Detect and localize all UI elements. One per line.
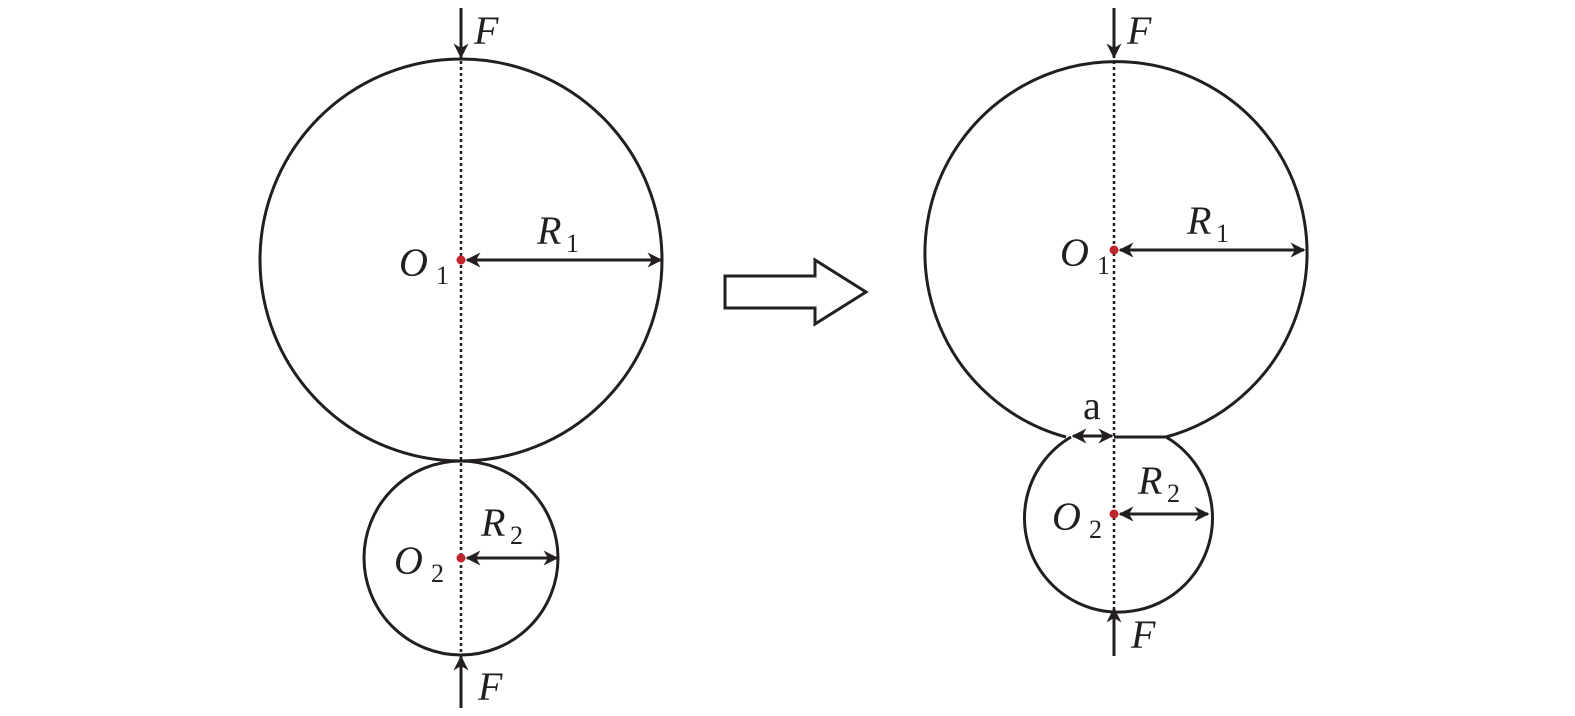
contact-label: a — [1083, 383, 1101, 428]
radius2-label: R — [480, 500, 505, 545]
force-label-bottom: F — [477, 664, 503, 709]
center1-label: O — [1060, 230, 1089, 275]
center1-dot — [1109, 245, 1119, 255]
center1-label: O — [399, 240, 428, 285]
radius1-sub: 1 — [566, 229, 579, 258]
center1-dot — [456, 255, 466, 265]
large-sphere-deformed — [923, 60, 1309, 439]
center2-label: O — [394, 538, 423, 583]
radius1-label: R — [1186, 198, 1211, 243]
force-label-bottom: F — [1130, 612, 1156, 657]
center2-sub: 2 — [431, 559, 444, 588]
radius2-label: R — [1137, 458, 1162, 503]
center2-dot — [1109, 509, 1119, 519]
radius1-label: R — [536, 208, 561, 253]
force-label-top: F — [473, 8, 499, 53]
radius2-sub: 2 — [1167, 479, 1180, 508]
radius2-sub: 2 — [510, 521, 523, 550]
center1-sub: 1 — [436, 261, 449, 290]
before-contact: F F O 1 R 1 O 2 R 2 — [258, 8, 664, 709]
radius1-sub: 1 — [1216, 219, 1229, 248]
center1-sub: 1 — [1097, 251, 1110, 280]
center2-label: O — [1052, 494, 1081, 539]
hollow-right-arrow-icon — [723, 257, 869, 327]
center2-dot — [456, 553, 466, 563]
center2-sub: 2 — [1089, 515, 1102, 544]
force-label-top: F — [1126, 8, 1152, 53]
after-contact: F F a O 1 R 1 O 2 R 2 — [923, 8, 1309, 657]
